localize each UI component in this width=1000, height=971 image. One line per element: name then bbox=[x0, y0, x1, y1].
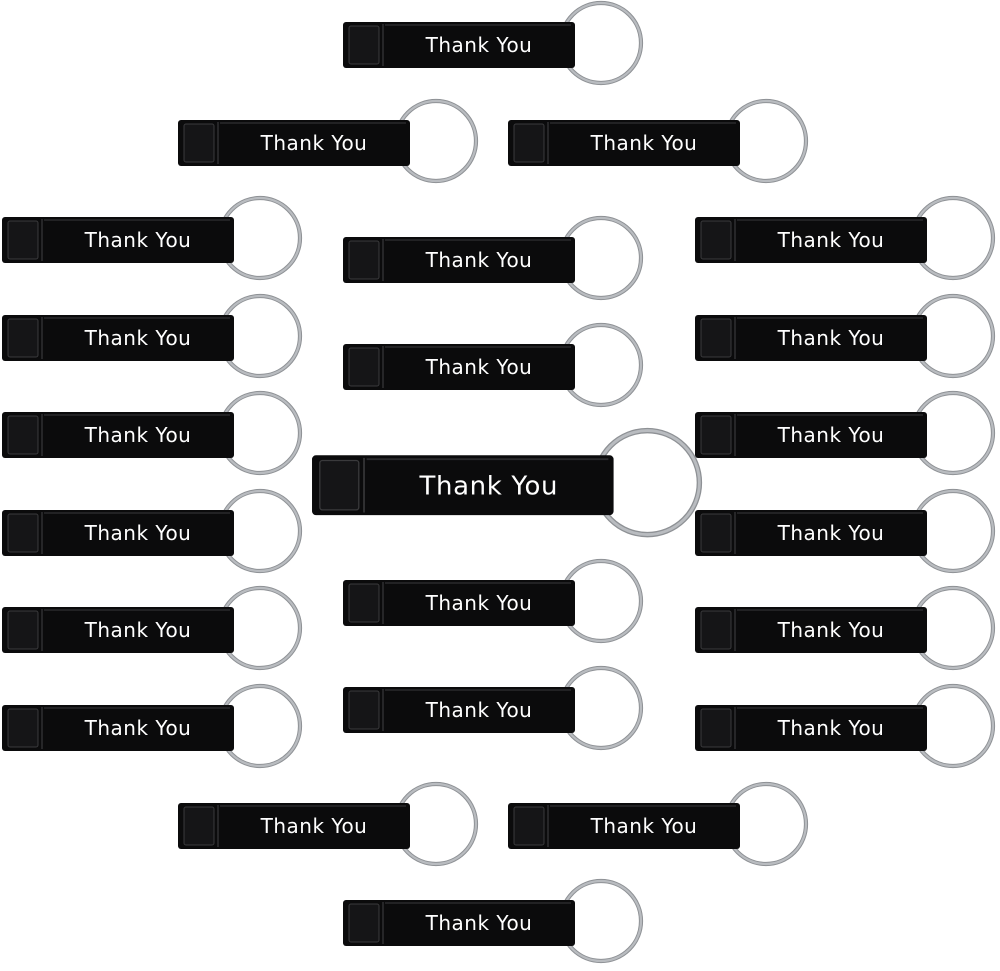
bottle-opener-keychain: Thank You bbox=[343, 0, 665, 89]
opener-body bbox=[2, 705, 234, 751]
bottle-opener-keychain: Thank You bbox=[2, 195, 324, 284]
opener-hook bbox=[348, 583, 380, 623]
bottle-opener-keychain: Thank You bbox=[2, 488, 324, 577]
engraved-text: Thank You bbox=[260, 131, 368, 155]
engraved-text: Thank You bbox=[777, 521, 885, 545]
opener-body bbox=[312, 454, 614, 515]
opener-body bbox=[178, 120, 410, 166]
opener-hook bbox=[7, 220, 39, 260]
opener-body bbox=[2, 412, 234, 458]
engraved-text: Thank You bbox=[418, 471, 558, 501]
bottle-opener-keychain: Thank You bbox=[2, 683, 324, 772]
opener-hook bbox=[348, 903, 380, 943]
opener-body bbox=[695, 217, 927, 263]
opener-body bbox=[2, 607, 234, 653]
bottle-opener-keychain: Thank You bbox=[695, 195, 1000, 284]
opener-hook bbox=[348, 240, 380, 280]
bottle-opener-keychain: Thank You bbox=[695, 293, 1000, 382]
engraved-text: Thank You bbox=[84, 716, 192, 740]
opener-body bbox=[2, 315, 234, 361]
opener-hook bbox=[7, 318, 39, 358]
opener-hook bbox=[348, 25, 380, 65]
opener-hook bbox=[700, 513, 732, 553]
bottle-opener-keychain: Thank You bbox=[508, 98, 830, 187]
opener-hook bbox=[7, 513, 39, 553]
engraved-text: Thank You bbox=[84, 228, 192, 252]
engraved-text: Thank You bbox=[777, 228, 885, 252]
engraved-text: Thank You bbox=[590, 814, 698, 838]
opener-body bbox=[508, 803, 740, 849]
opener-body bbox=[343, 900, 575, 946]
bottle-opener-keychain: Thank You bbox=[695, 488, 1000, 577]
opener-hook bbox=[319, 459, 360, 511]
opener-body bbox=[695, 607, 927, 653]
opener-hook bbox=[700, 610, 732, 650]
opener-hook bbox=[7, 708, 39, 748]
opener-hook bbox=[183, 806, 215, 846]
bottle-opener-keychain: Thank You bbox=[508, 781, 830, 870]
opener-body bbox=[695, 315, 927, 361]
engraved-text: Thank You bbox=[777, 716, 885, 740]
engraved-text: Thank You bbox=[425, 911, 533, 935]
opener-body bbox=[178, 803, 410, 849]
bottle-opener-keychain: Thank You bbox=[343, 665, 665, 754]
opener-body bbox=[343, 344, 575, 390]
opener-hook bbox=[700, 708, 732, 748]
engraved-text: Thank You bbox=[777, 326, 885, 350]
engraved-text: Thank You bbox=[590, 131, 698, 155]
engraved-text: Thank You bbox=[84, 326, 192, 350]
engraved-text: Thank You bbox=[84, 618, 192, 642]
opener-body bbox=[695, 705, 927, 751]
bottle-opener-keychain: Thank You bbox=[343, 322, 665, 411]
opener-hook bbox=[348, 347, 380, 387]
opener-hook bbox=[7, 610, 39, 650]
bottle-opener-keychain: Thank You bbox=[343, 878, 665, 967]
engraved-text: Thank You bbox=[425, 248, 533, 272]
bottle-opener-keychain: Thank You bbox=[695, 585, 1000, 674]
opener-hook bbox=[513, 123, 545, 163]
bottle-opener-keychain: Thank You bbox=[2, 293, 324, 382]
opener-hook bbox=[348, 690, 380, 730]
opener-hook bbox=[183, 123, 215, 163]
opener-body bbox=[695, 412, 927, 458]
opener-hook bbox=[700, 415, 732, 455]
opener-hook bbox=[7, 415, 39, 455]
opener-body bbox=[343, 237, 575, 283]
engraved-text: Thank You bbox=[425, 698, 533, 722]
bottle-opener-keychain: Thank You bbox=[2, 390, 324, 479]
opener-body bbox=[2, 217, 234, 263]
opener-body bbox=[2, 510, 234, 556]
opener-body bbox=[343, 687, 575, 733]
opener-body bbox=[343, 22, 575, 68]
bottle-opener-keychain: Thank You bbox=[178, 781, 500, 870]
opener-hook bbox=[700, 220, 732, 260]
opener-body bbox=[695, 510, 927, 556]
bottle-opener-keychain: Thank You bbox=[178, 98, 500, 187]
bottle-opener-keychain: Thank You bbox=[695, 683, 1000, 772]
bottle-opener-keychain: Thank You bbox=[312, 427, 731, 542]
engraved-text: Thank You bbox=[260, 814, 368, 838]
bottle-opener-keychain: Thank You bbox=[343, 215, 665, 304]
bottle-opener-keychain: Thank You bbox=[343, 558, 665, 647]
engraved-text: Thank You bbox=[777, 423, 885, 447]
bottle-opener-keychain: Thank You bbox=[2, 585, 324, 674]
bottle-opener-keychain: Thank You bbox=[695, 390, 1000, 479]
engraved-text: Thank You bbox=[425, 355, 533, 379]
opener-body bbox=[508, 120, 740, 166]
engraved-text: Thank You bbox=[425, 591, 533, 615]
engraved-text: Thank You bbox=[425, 33, 533, 57]
engraved-text: Thank You bbox=[84, 521, 192, 545]
engraved-text: Thank You bbox=[84, 423, 192, 447]
engraved-text: Thank You bbox=[777, 618, 885, 642]
opener-body bbox=[343, 580, 575, 626]
opener-hook bbox=[700, 318, 732, 358]
opener-hook bbox=[513, 806, 545, 846]
